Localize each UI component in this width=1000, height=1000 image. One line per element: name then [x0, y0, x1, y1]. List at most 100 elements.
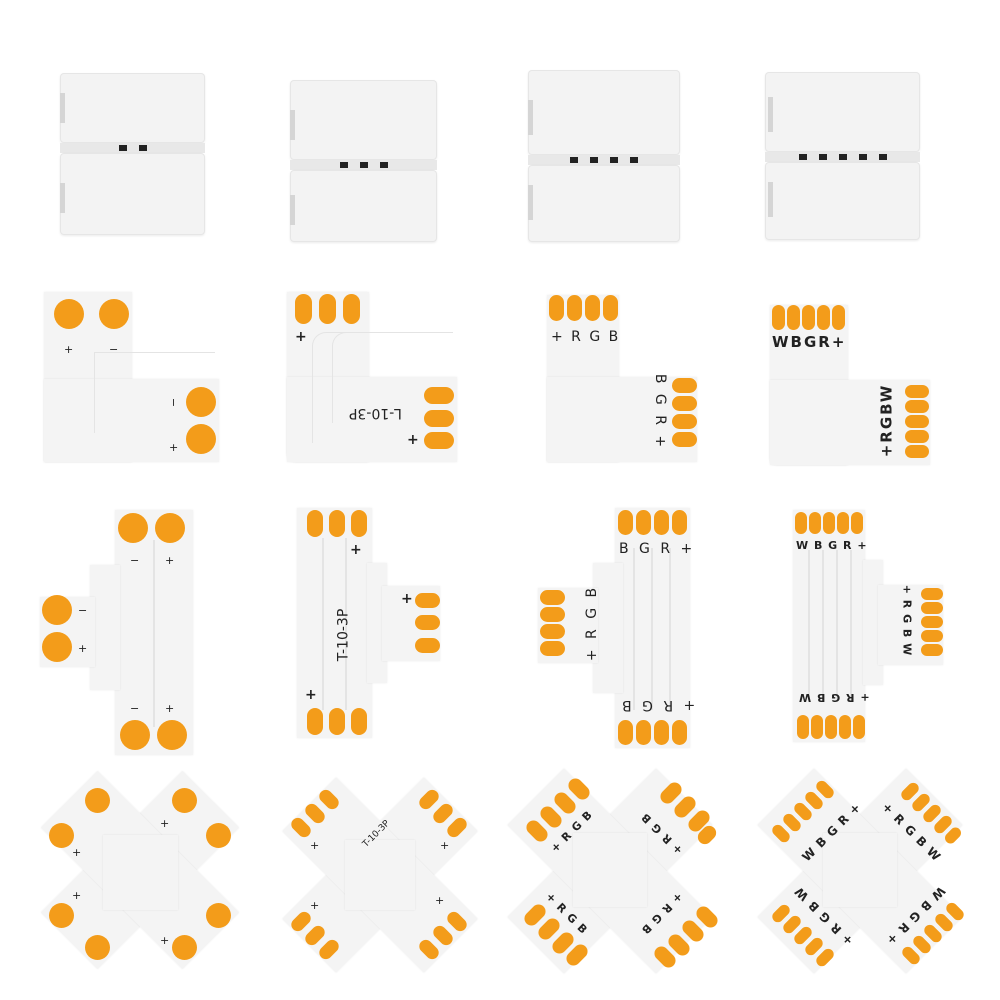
- pad: [319, 294, 336, 324]
- pad: [817, 305, 830, 330]
- pad: [832, 305, 845, 330]
- pad: [905, 445, 929, 458]
- pad: [157, 720, 187, 750]
- rgb-side-label: + R G B: [584, 584, 601, 662]
- x-connector-4pin: + R G B + R G B + R G B + R G B: [507, 768, 721, 974]
- pad: [99, 299, 129, 329]
- pad: [787, 305, 800, 330]
- pad: [672, 720, 687, 745]
- pad: [618, 720, 633, 745]
- plus-label: +: [72, 846, 82, 859]
- pad: [329, 708, 345, 735]
- pad: [307, 510, 323, 537]
- clip-connector-2pin: [60, 73, 205, 235]
- clip-connector-5pin: [765, 72, 920, 240]
- pad: [603, 295, 618, 321]
- pad: [42, 595, 72, 625]
- pad: [636, 720, 651, 745]
- pad: [618, 510, 633, 535]
- plus-label: +: [310, 839, 320, 852]
- plus-label: +: [165, 554, 175, 567]
- pad: [672, 414, 697, 429]
- plus-label: +: [401, 591, 413, 607]
- pad: [540, 607, 565, 622]
- minus-label: −: [130, 554, 140, 567]
- pad: [567, 295, 582, 321]
- rgb-label: + R G B: [551, 329, 621, 345]
- pad: [549, 295, 564, 321]
- model-label: T-10-3P: [335, 608, 352, 662]
- pad: [672, 432, 697, 447]
- pad: [415, 638, 440, 653]
- wbgr-top-label: W B G R +: [796, 539, 868, 552]
- wbgr-side-label: +RGBW: [877, 383, 896, 458]
- t-connector-2pin: − + − + − +: [40, 510, 195, 755]
- pad: [415, 593, 440, 608]
- pad: [424, 410, 454, 427]
- plus-label: +: [350, 542, 362, 558]
- pad: [49, 903, 74, 928]
- pad: [540, 641, 565, 656]
- pad: [772, 305, 785, 330]
- pad: [118, 513, 148, 543]
- pad: [343, 294, 360, 324]
- pad: [351, 510, 367, 537]
- plus-label: +: [78, 642, 88, 655]
- l-connector-2pin: + − − +: [44, 292, 219, 462]
- pad: [921, 630, 943, 642]
- pad: [85, 935, 110, 960]
- wbgr-label: WBGR+: [772, 333, 847, 351]
- l-connector-3pin: + L-10-3P +: [287, 292, 457, 462]
- minus-label: −: [109, 343, 119, 356]
- pad: [654, 720, 669, 745]
- bgr-label: B G R +: [652, 373, 669, 451]
- pad: [905, 415, 929, 428]
- plus-label: +: [440, 839, 450, 852]
- pad: [186, 424, 216, 454]
- pad: [811, 715, 823, 739]
- pad: [186, 387, 216, 417]
- pad: [921, 588, 943, 600]
- pad: [823, 512, 835, 534]
- x-connector-3pin: T-10-3P + + + +: [282, 777, 478, 973]
- plus-label: +: [165, 702, 175, 715]
- plus-label: +: [407, 432, 419, 448]
- pad: [905, 385, 929, 398]
- plus-label: +: [160, 817, 170, 830]
- pad: [921, 644, 943, 656]
- plus-label: +: [160, 934, 170, 947]
- pad: [797, 715, 809, 739]
- pad: [672, 378, 697, 393]
- plus-label: +: [305, 687, 317, 703]
- pad: [672, 510, 687, 535]
- pad: [206, 903, 231, 928]
- model-label: L-10-3P: [349, 405, 402, 421]
- pad: [85, 788, 110, 813]
- x-connector-5pin: W B G R + + R G B W + R G B W W B G R +: [757, 768, 966, 974]
- pad: [307, 708, 323, 735]
- plus-label: +: [435, 894, 445, 907]
- bgr-top-label: B G R +: [619, 541, 696, 557]
- minus-label: −: [130, 702, 140, 715]
- clip-connector-3pin: [290, 80, 437, 242]
- pad: [172, 935, 197, 960]
- t-connector-5pin: W B G R + + R G B W + R G B W: [793, 510, 945, 742]
- pad: [206, 823, 231, 848]
- pad: [351, 708, 367, 735]
- pad: [415, 615, 440, 630]
- pad: [851, 512, 863, 534]
- pad: [921, 602, 943, 614]
- pad: [49, 823, 74, 848]
- pad: [42, 632, 72, 662]
- plus-label: +: [295, 329, 307, 345]
- x-connector-2pin: + + + +: [41, 771, 239, 969]
- pad: [905, 430, 929, 443]
- pad: [295, 294, 312, 324]
- pad: [905, 400, 929, 413]
- l-connector-5pin: WBGR+ +RGBW: [770, 305, 930, 465]
- pad: [654, 510, 669, 535]
- pad: [921, 616, 943, 628]
- pad: [795, 512, 807, 534]
- pad: [585, 295, 600, 321]
- t-connector-4pin: B G R + + R G B + R G B: [538, 508, 696, 748]
